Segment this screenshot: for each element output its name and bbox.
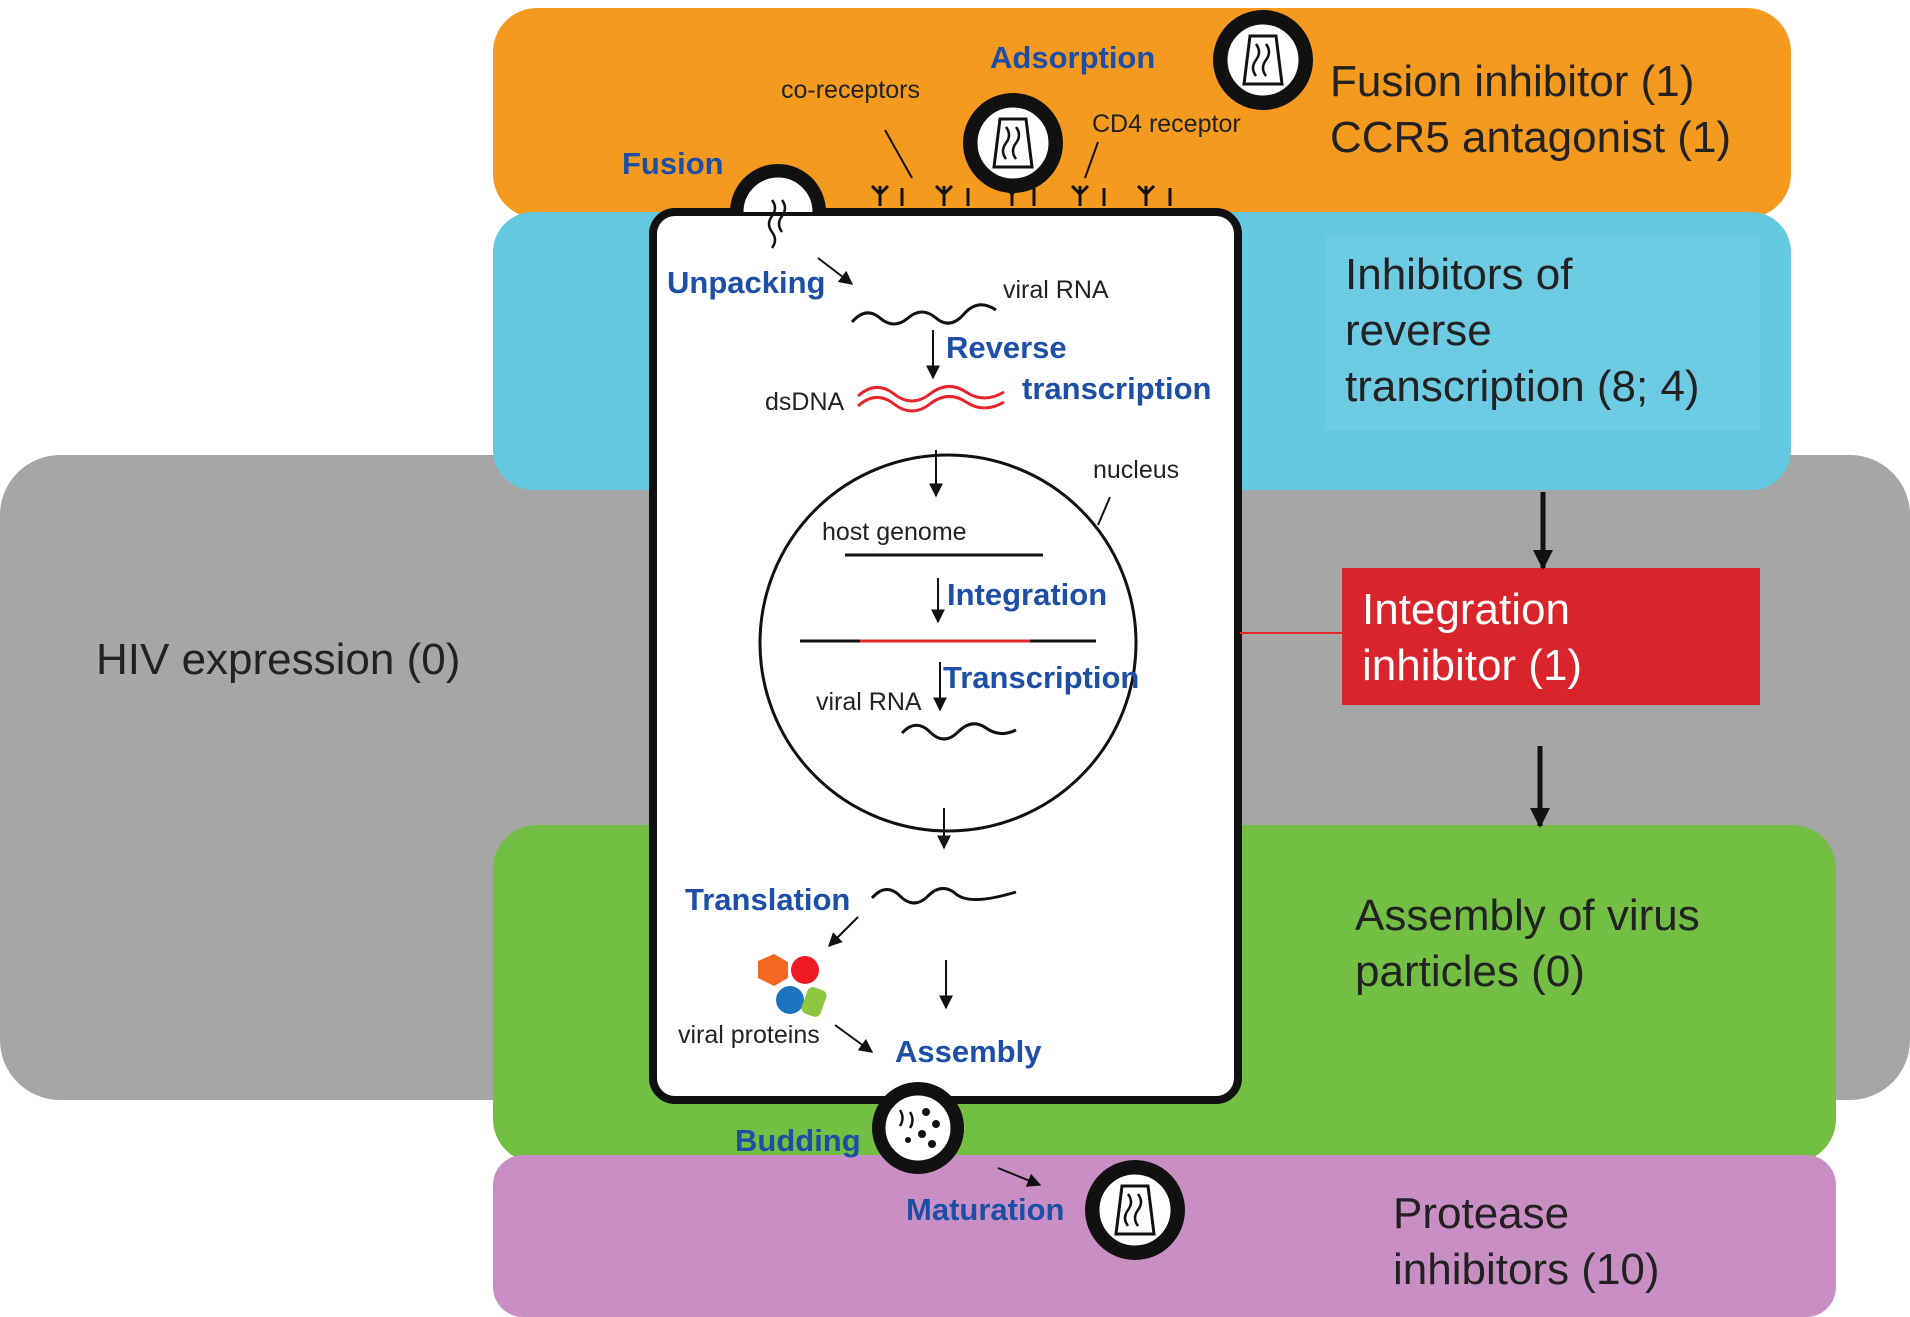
viral-rna-strand-cytoplasm <box>870 887 1017 905</box>
co-receptors-label: co-receptors <box>781 76 920 104</box>
viral-proteins-cluster <box>758 954 827 1017</box>
protease-inhibitors-label: Protease inhibitors (10) <box>1393 1186 1660 1298</box>
virus-particle-mature <box>1085 1160 1185 1260</box>
integration-inhibitor-box <box>1342 568 1760 705</box>
proteins-to-assembly-arrow <box>834 1024 874 1053</box>
virus-particle-budding <box>872 1082 964 1174</box>
unpacking-arrow <box>817 257 854 285</box>
assembly-category-line-2: particles (0) <box>1355 947 1585 996</box>
reverse-transcription-text-panel <box>1325 235 1760 430</box>
cd4-receptor-label: CD4 receptor <box>1092 110 1241 138</box>
hiv-expression-label: HIV expression (0) <box>96 635 461 684</box>
stage-transcription-label: Transcription <box>943 660 1139 695</box>
rt-inhibitors-line-2: reverse <box>1345 306 1492 355</box>
receptors <box>870 184 1172 206</box>
host-genome-label: host genome <box>822 518 967 546</box>
integration-inhibitor-line-2: inhibitor (1) <box>1362 641 1583 690</box>
stage-fusion-label: Fusion <box>622 146 724 181</box>
integration-inhibitor-line-1: Integration <box>1362 585 1570 634</box>
viral-rna-strand-top <box>850 303 997 326</box>
nucleus-leader <box>1097 496 1111 526</box>
reverse-transcription-inhibitors-label: Inhibitors of reverse transcription (8; … <box>1345 247 1700 415</box>
viral-rna-label-nucleus: viral RNA <box>816 688 922 716</box>
protease-inhibitors-line-1: Protease <box>1393 1189 1570 1238</box>
stage-assembly-label: Assembly <box>895 1034 1042 1069</box>
viral-proteins-label: viral proteins <box>678 1021 820 1049</box>
viral-rna-strand-nucleus <box>900 722 1017 741</box>
assembly-category-line-1: Assembly of virus <box>1355 891 1700 940</box>
stage-unpacking-label: Unpacking <box>667 265 825 300</box>
rt-inhibitors-line-3: transcription (8; 4) <box>1345 362 1700 411</box>
viral-rna-label-top: viral RNA <box>1003 276 1109 304</box>
dsdna-strand <box>857 385 1005 413</box>
maturation-arrow <box>997 1167 1042 1187</box>
stage-maturation-label: Maturation <box>906 1192 1064 1227</box>
nucleus-label: nucleus <box>1093 456 1179 484</box>
dsdna-label: dsDNA <box>765 388 845 416</box>
rt-inhibitors-line-1: Inhibitors of <box>1345 250 1573 299</box>
fusion-inhibitor-line-1: Fusion inhibitor (1) <box>1330 57 1695 106</box>
ccr5-antagonist-line-2: CCR5 antagonist (1) <box>1330 113 1732 162</box>
virus-particle-adsorbing <box>963 93 1063 193</box>
stage-budding-label: Budding <box>735 1123 861 1158</box>
stage-transcription-rt-label: transcription <box>1022 371 1211 406</box>
virus-particle-fusing <box>730 164 826 249</box>
stage-reverse-label: Reverse <box>946 330 1067 365</box>
virus-particle-top-right <box>1213 10 1313 110</box>
cd4-receptor-leader <box>1084 141 1099 179</box>
assembly-category-label: Assembly of virus particles (0) <box>1355 888 1700 1000</box>
integration-inhibitor-label: Integration inhibitor (1) <box>1362 582 1582 694</box>
translation-arrow <box>828 916 859 947</box>
fusion-band <box>493 8 1791 218</box>
nucleus <box>758 453 1138 833</box>
stage-integration-label: Integration <box>947 577 1107 612</box>
protease-inhibitors-line-2: inhibitors (10) <box>1393 1245 1660 1294</box>
co-receptors-leader <box>884 129 913 179</box>
fusion-inhibitor-label: Fusion inhibitor (1) CCR5 antagonist (1) <box>1330 54 1731 166</box>
stage-translation-label: Translation <box>685 882 850 917</box>
stage-adsorption-label: Adsorption <box>990 40 1155 75</box>
